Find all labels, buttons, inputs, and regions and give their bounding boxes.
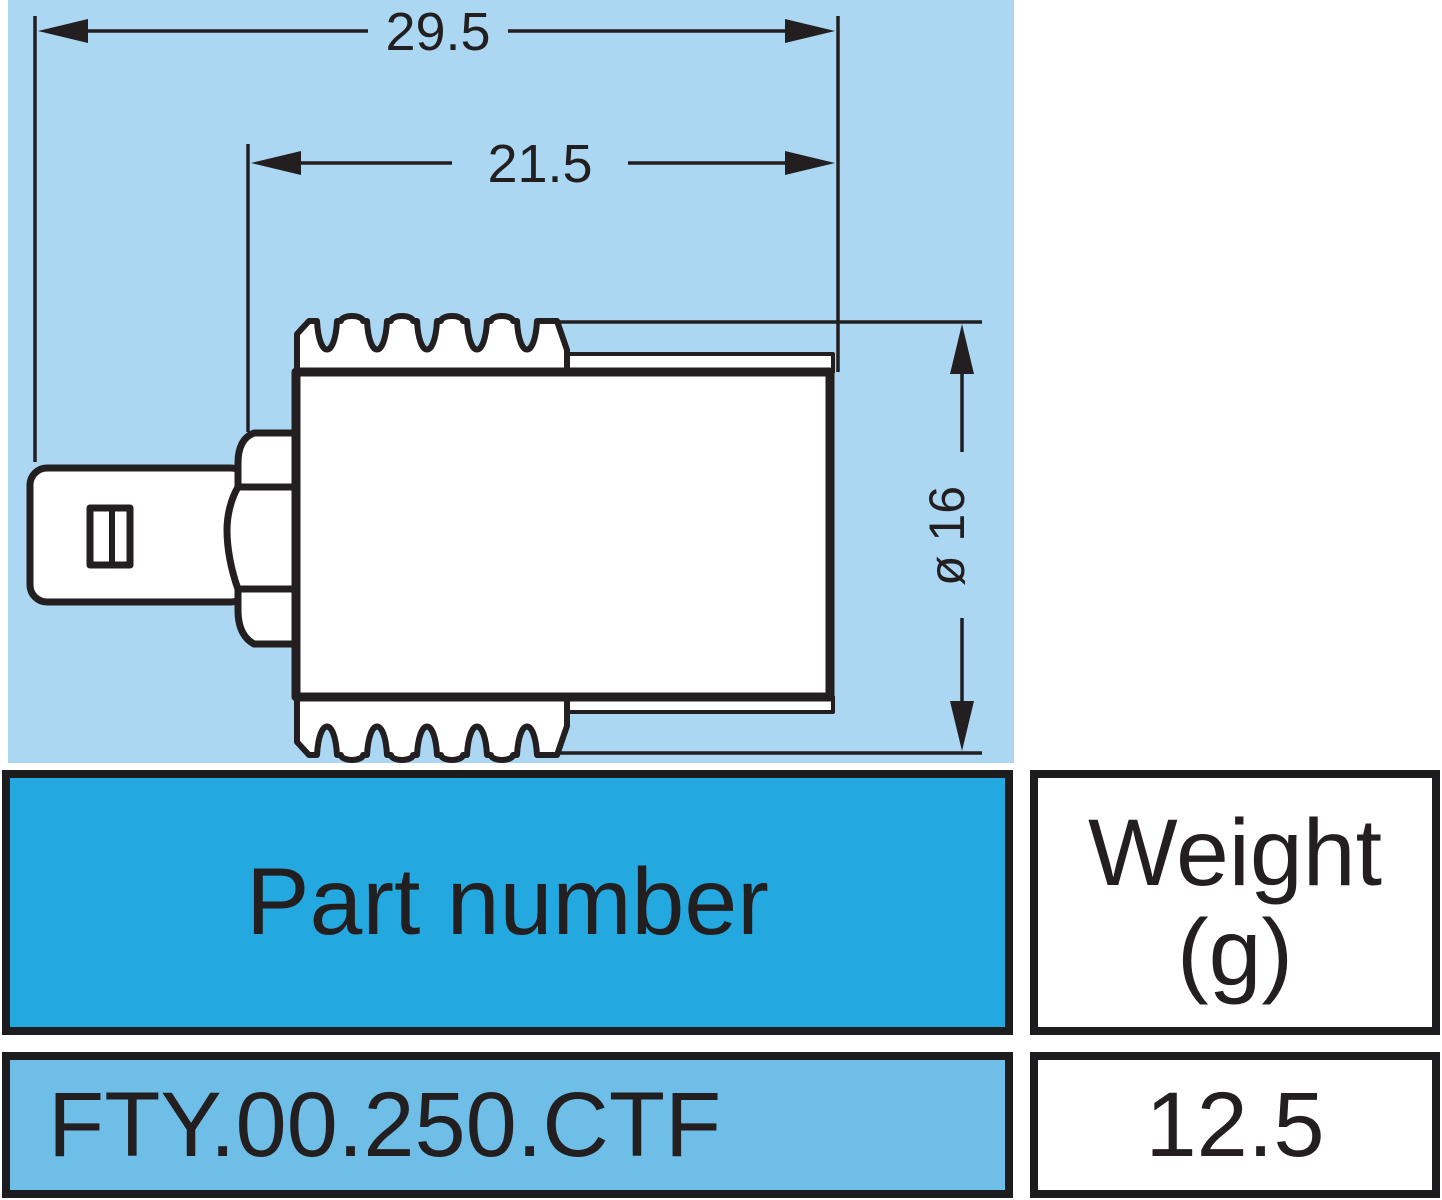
part-number-value: FTY.00.250.CTF [48, 1073, 722, 1176]
dimension-arrowheads [38, 19, 974, 751]
part-number-header-label: Part number [246, 849, 769, 955]
dim-label-total-length: 29.5 [385, 2, 490, 62]
weight-header-line2: (g) [1176, 899, 1294, 1006]
table-header-weight: Weight (g) [1030, 770, 1440, 1035]
table-cell-weight-value: 12.5 [1030, 1052, 1440, 1198]
hex-nut-outline [223, 429, 300, 648]
table-header-part-number: Part number [2, 770, 1013, 1035]
dim-label-knurl-length: 21.5 [487, 134, 592, 194]
table-cell-part-number-value: FTY.00.250.CTF [2, 1052, 1013, 1198]
weight-header-line1: Weight [1088, 799, 1382, 906]
knurl-band-top [294, 313, 570, 375]
cable-tab-outline [26, 464, 252, 606]
dimension-lines [33, 16, 982, 755]
dim-label-diameter: ø 16 [919, 486, 975, 586]
connector-dimension-drawing: 29.5 21.5 ø 16 [8, 0, 1014, 763]
weight-value: 12.5 [1145, 1073, 1325, 1176]
technical-drawing-panel: 29.5 21.5 ø 16 [8, 0, 1014, 763]
connector-body-outline [291, 367, 835, 702]
knurl-band-bottom [294, 694, 570, 763]
